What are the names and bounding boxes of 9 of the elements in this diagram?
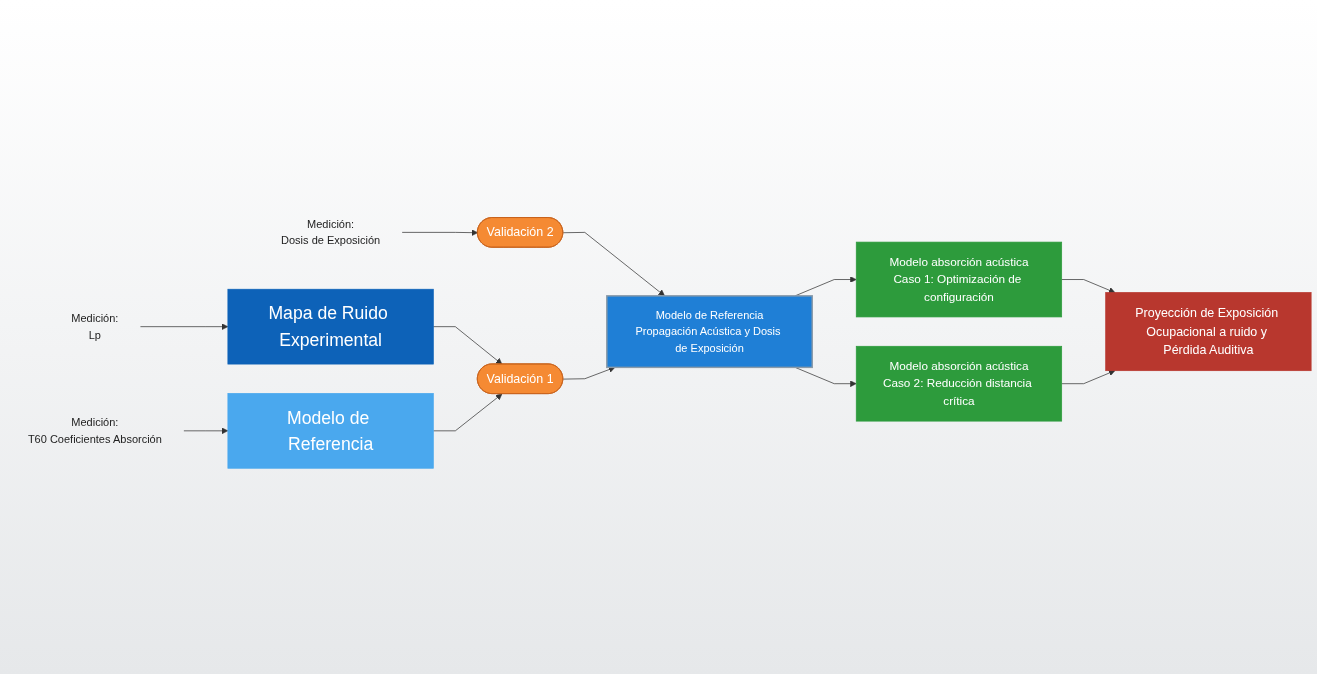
node-box: Modelo absorción acústica Caso 1: Optimización de configuración: [855, 242, 1063, 318]
node-box: Mapa de Ruido Experimental: [227, 289, 434, 365]
node-text: Medición: Lp: [71, 312, 119, 342]
node-box: Modelo de Referencia Propagación Acústica y Dosis de Exposición: [606, 295, 813, 369]
node-box: Modelo de Referencia: [227, 393, 434, 470]
node-text: Medición: Dosis de Exposición: [281, 217, 381, 247]
node-text: Medición: T60 Coeficientes Absorción: [27, 416, 162, 446]
node-box: Proyección de Exposición Ocupacional a ruido y Pérdida Auditiva: [1105, 292, 1312, 372]
node-box: Modelo absorción acústica Caso 2: Reducción distancia crítica: [855, 346, 1063, 422]
